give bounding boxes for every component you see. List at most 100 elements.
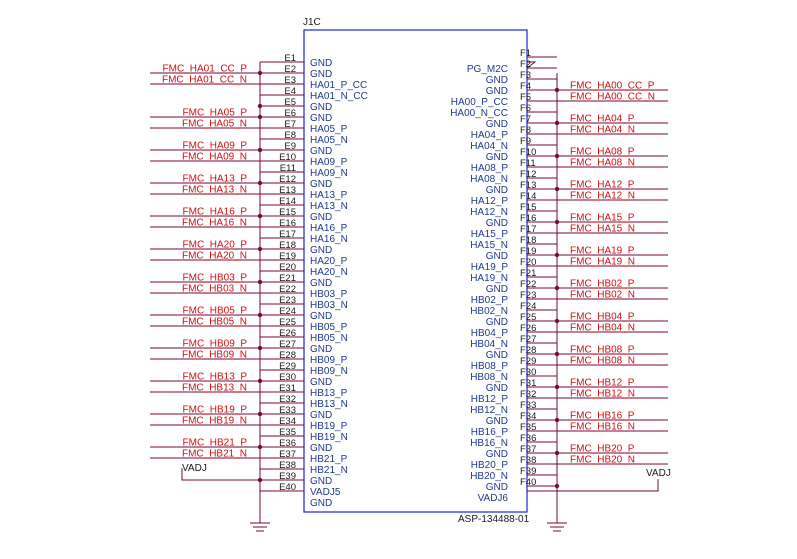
left-pin-name: HB13_N (310, 399, 348, 410)
right-pin-name: HB16_N (470, 438, 508, 449)
junction-dot (257, 411, 263, 417)
left-pin-number: E10 (279, 152, 296, 163)
right-net-label: FMC_HB16_P (570, 411, 635, 422)
left-pin-number: E2 (284, 64, 296, 75)
left-pin-name: GND (310, 212, 332, 223)
left-pin-number: E31 (279, 383, 296, 394)
right-pin-name: GND (486, 350, 508, 361)
junction-dot (554, 186, 560, 192)
left-net-label: FMC_HA16_P (183, 207, 248, 218)
left-pin-number: E14 (279, 196, 296, 207)
right-pin-name: GND (486, 317, 508, 328)
right-pin-number: F25 (520, 312, 536, 323)
left-net-label: FMC_HB03_P (183, 273, 248, 284)
right-net-label: FMC_HA15_N (570, 224, 635, 235)
left-pin-name: HA16_P (310, 223, 348, 234)
right-net-label: FMC_HA12_P (570, 180, 635, 191)
junction-dot (257, 444, 263, 450)
part-ref: J1C (303, 17, 321, 28)
left-net-label: FMC_HA20_N (182, 251, 247, 262)
left-pin-name: VADJ5 (310, 487, 341, 498)
junction-dot (257, 114, 263, 120)
left-net-label: FMC_HA01_CC_N (162, 75, 247, 86)
right-pin-number: F9 (520, 136, 531, 147)
left-pin-number: E6 (284, 108, 296, 119)
right-pin-name: GND (486, 482, 508, 493)
left-net-label: FMC_HB09_N (182, 350, 247, 361)
left-net-label: FMC_HA13_N (182, 185, 247, 196)
junction-dot (554, 153, 560, 159)
right-pin-name: HA15_N (470, 240, 508, 251)
right-pin-number: F30 (520, 367, 536, 378)
junction-dot (257, 213, 263, 219)
left-net-label: FMC_HA16_N (182, 218, 247, 229)
junction-dot (554, 384, 560, 390)
right-pin-number: F20 (520, 257, 536, 268)
left-pin-number: E20 (279, 262, 296, 273)
left-pin-number: E15 (279, 207, 296, 218)
right-net-label: FMC_HB20_P (570, 444, 635, 455)
right-net-label: FMC_HB20_N (570, 455, 635, 466)
right-pin-name: HB20_N (470, 471, 508, 482)
left-pin-name: HB19_P (310, 421, 348, 432)
right-net-label: FMC_HB16_N (570, 422, 635, 433)
right-pin-number: F23 (520, 290, 536, 301)
left-net-label: FMC_HB21_P (183, 438, 248, 449)
left-pin-name: HA01_P_CC (310, 80, 367, 91)
right-pin-name: HA00_P_CC (451, 97, 508, 108)
left-pin-number: E18 (279, 240, 296, 251)
left-pin-name: GND (310, 102, 332, 113)
right-net-label: FMC_HA08_P (570, 147, 635, 158)
right-pin-number: F4 (520, 81, 531, 92)
right-pin-number: F22 (520, 279, 536, 290)
left-pin-number: E36 (279, 438, 296, 449)
left-pin-number: E8 (284, 130, 296, 141)
left-pin-number: E27 (279, 339, 296, 350)
right-pin-name: HB12_N (470, 405, 508, 416)
right-net-label: FMC_HB08_P (570, 345, 635, 356)
left-net-label: FMC_HA05_N (182, 119, 247, 130)
right-net-label: FMC_HA04_P (570, 114, 635, 125)
right-pin-name: GND (486, 218, 508, 229)
left-pin-number: E39 (279, 471, 296, 482)
junction-dot (257, 147, 263, 153)
left-pin-number: E28 (279, 350, 296, 361)
junction-dot (257, 103, 263, 109)
left-pin-number: E22 (279, 284, 296, 295)
right-pin-name: HB08_P (471, 361, 509, 372)
left-net-label: FMC_HB19_P (183, 405, 248, 416)
left-pin-name: HA20_P (310, 256, 348, 267)
right-pin-name: GND (486, 251, 508, 262)
vadj-wire-right (527, 479, 659, 492)
right-pin-name: PG_M2C (467, 64, 508, 75)
left-pin-number: E12 (279, 174, 296, 185)
right-pin-name: HA19_P (471, 262, 509, 273)
left-net-label: FMC_HB13_P (183, 372, 248, 383)
left-pin-name: GND (310, 245, 332, 256)
left-pin-number: E25 (279, 317, 296, 328)
junction-dot (554, 483, 560, 489)
right-pin-number: F24 (520, 301, 536, 312)
right-net-label: FMC_HA00_CC_N (570, 92, 655, 103)
right-pin-name: GND (486, 416, 508, 427)
junction-dot (257, 345, 263, 351)
left-pin-name: HA20_N (310, 267, 348, 278)
left-net-label: FMC_HA20_P (183, 240, 248, 251)
right-pin-number: F15 (520, 202, 536, 213)
left-pin-number: E21 (279, 273, 296, 284)
left-pin-name: HA13_P (310, 190, 348, 201)
left-pin-number: E26 (279, 328, 296, 339)
right-pin-name: HA08_N (470, 174, 508, 185)
junction-dot (257, 246, 263, 252)
right-pin-number: F16 (520, 213, 536, 224)
right-pin-number: F11 (520, 158, 536, 169)
right-pin-name: HB08_N (470, 372, 508, 383)
left-pin-name: HA09_N (310, 168, 348, 179)
left-pin-name: HB03_N (310, 300, 348, 311)
junction-dot (554, 252, 560, 258)
left-pin-number: E4 (284, 86, 296, 97)
right-net-label: FMC_HA19_N (570, 257, 635, 268)
left-net-label: FMC_HA13_P (183, 174, 248, 185)
right-pin-number: F27 (520, 334, 536, 345)
